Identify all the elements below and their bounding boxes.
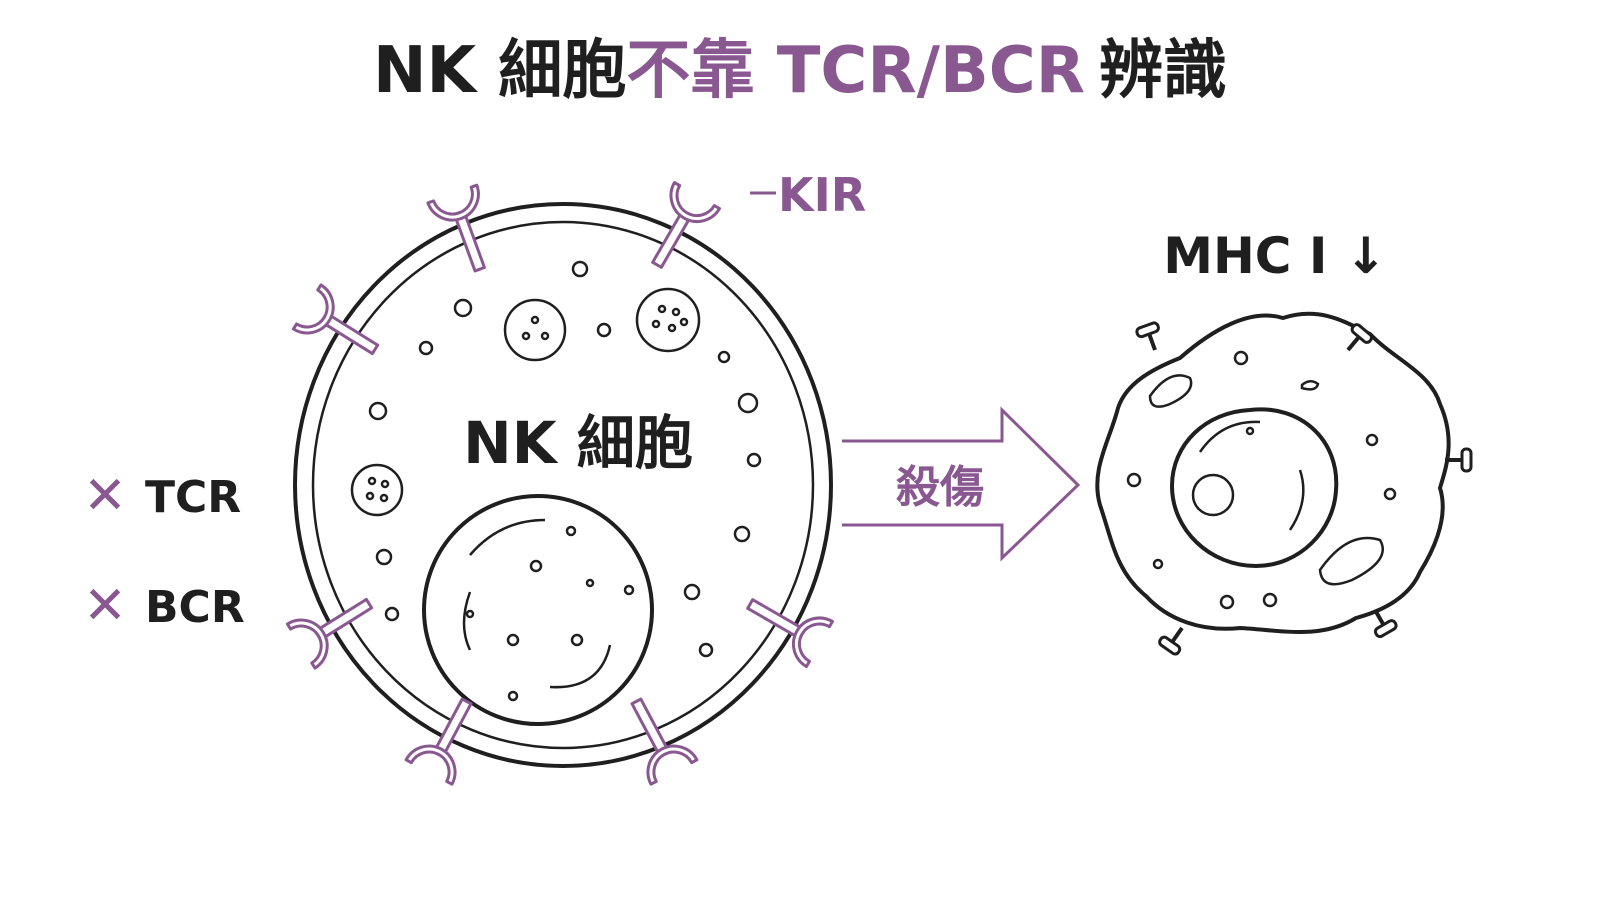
target-cell — [1095, 311, 1473, 658]
kir-receptor — [735, 579, 834, 669]
kir-receptor — [632, 181, 722, 280]
arrow-outline — [842, 406, 1081, 562]
absent-receptor-label: TCR — [145, 472, 241, 523]
kill-arrow: 殺傷 — [842, 406, 1081, 562]
nk-cell: NK 細胞 — [293, 202, 833, 768]
absent-receptor-tcr: ✕ TCR — [83, 466, 241, 526]
cross-icon: ✕ — [83, 576, 127, 636]
title-part-3: 辨識 — [1099, 34, 1227, 108]
target-cell-membrane — [1095, 311, 1451, 634]
title-part-2: 不靠 TCR/BCR — [626, 34, 1085, 108]
mhc-molecule — [1133, 319, 1168, 356]
mhc-molecule — [1156, 619, 1194, 658]
nk-cell-vesicles — [350, 287, 701, 517]
mhc-molecule — [1337, 321, 1376, 360]
cross-icon: ✕ — [83, 466, 127, 526]
nk-cell-outer-membrane — [293, 202, 833, 768]
kir-receptor — [404, 687, 492, 786]
kill-label: 殺傷 — [896, 462, 984, 513]
kir-label: KIR — [778, 168, 866, 222]
target-cell-label: MHC I ↓ — [1163, 227, 1387, 285]
nk-cell-nucleus — [422, 494, 654, 726]
kir-receptor — [291, 283, 391, 373]
nk-cell-inner-membrane — [311, 220, 815, 750]
target-cell-nucleus — [1169, 407, 1339, 569]
absent-receptor-label: BCR — [145, 582, 245, 633]
absent-receptor-bcr: ✕ BCR — [83, 576, 245, 636]
title-part-1: NK 細胞 — [373, 34, 626, 108]
nk-cell-granules — [368, 260, 762, 658]
nk-cell-label: NK 細胞 — [463, 409, 693, 477]
absent-receptors-list: ✕ TCR ✕ BCR — [83, 466, 245, 636]
